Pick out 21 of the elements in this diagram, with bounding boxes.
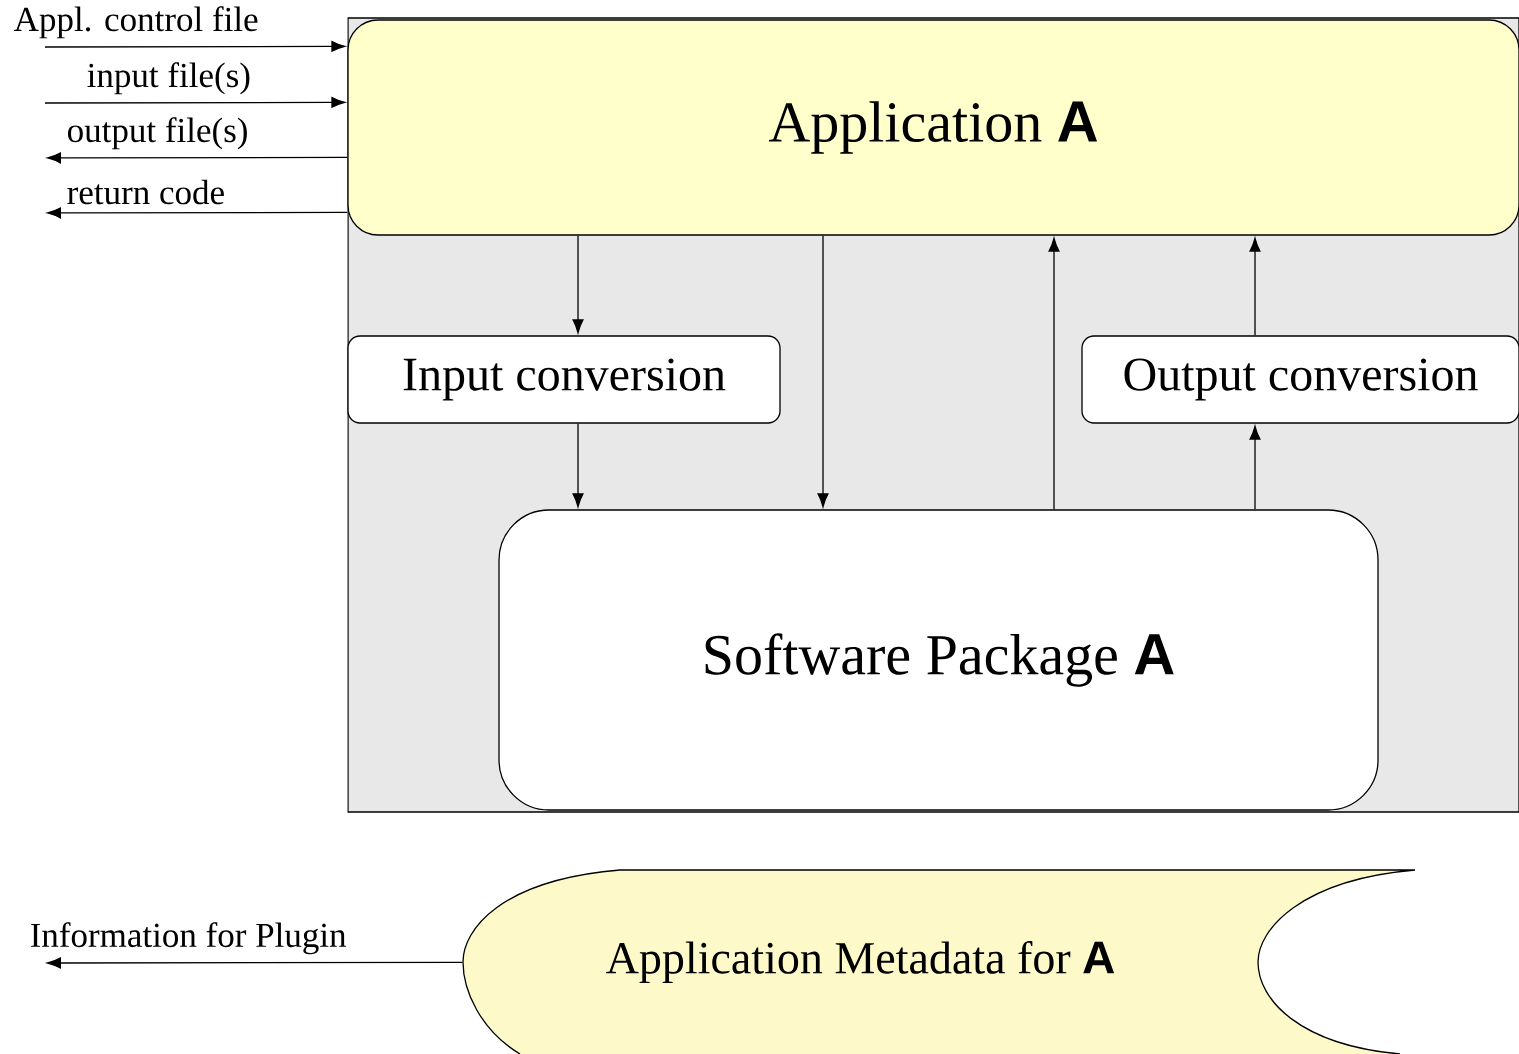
process-box: Input conversion (347, 335, 781, 424)
edge-label: return code (67, 179, 224, 205)
arrow (1048, 237, 1060, 510)
arrow (572, 235, 584, 334)
arrow (1249, 425, 1261, 510)
arrow (47, 152, 348, 164)
arrow (47, 207, 348, 219)
arrow (572, 423, 584, 508)
edge-label: input file(s) (87, 62, 250, 95)
metadata-scroll: Application Metadata for A (462, 869, 1416, 1054)
arrow (47, 957, 463, 969)
arrow (44, 96, 346, 108)
application-box: Application A (347, 19, 1519, 236)
edge-label: Information for Plugin (30, 922, 347, 955)
edge-label: output file(s) (68, 117, 247, 150)
arrow (1249, 237, 1261, 336)
process-box: Output conversion (1081, 335, 1519, 424)
arrow (817, 235, 829, 508)
package-box: Software Package A (498, 509, 1379, 811)
edge-label: Appl. control file (14, 6, 258, 39)
arrow (44, 40, 346, 52)
